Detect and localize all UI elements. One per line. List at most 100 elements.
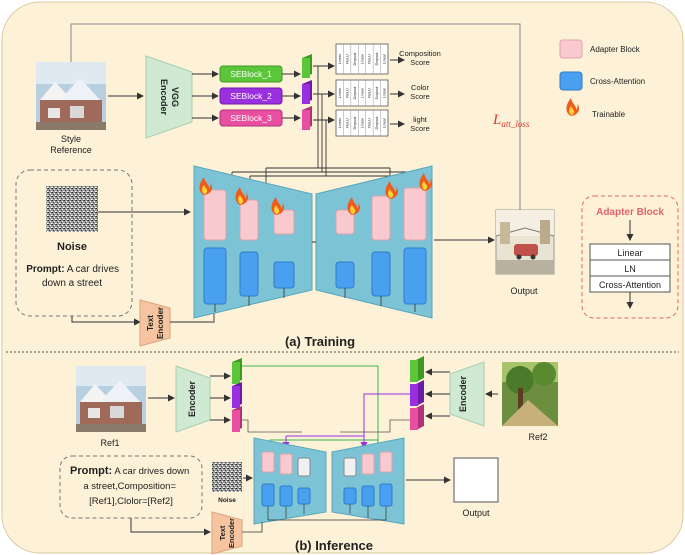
- score-mlp-layer-label: Linear: [338, 87, 342, 98]
- inference-output-label: Output: [462, 508, 490, 518]
- adapter-detail-title: Adapter Block: [596, 207, 664, 218]
- vgg-encoder: [145, 55, 193, 139]
- adapter-layer-ln: LN: [624, 264, 636, 274]
- cross-attention-block: [239, 251, 259, 297]
- color-routing-line: [286, 393, 410, 437]
- feature-prism-green: [302, 54, 312, 78]
- inference-caption: (b) Inference: [295, 538, 373, 553]
- cross-attention-block: [335, 261, 355, 289]
- score-mlp-layer-label: ReLU: [368, 88, 372, 98]
- score-mlp-layer-label: Dropout: [375, 53, 379, 66]
- adapter-block: [403, 187, 427, 241]
- flame-icon: [347, 197, 360, 215]
- adapter-block: [273, 209, 295, 235]
- legend-flame-icon: [566, 98, 579, 116]
- adapter-block: [261, 451, 275, 473]
- score-mlp-layer-label: Dropout: [353, 117, 357, 130]
- score-mlp-layer-label: ReLU: [345, 88, 349, 98]
- adapter-block-inactive: [297, 457, 311, 477]
- cross-attention-block: [403, 247, 427, 305]
- flame-icon: [271, 197, 284, 215]
- encoder-ref2: [449, 361, 485, 427]
- seblock-2: SEBlock_2: [192, 87, 301, 105]
- adapter-block: [239, 199, 259, 241]
- adapter-block: [379, 451, 393, 473]
- adapter-layer-linear: Linear: [617, 248, 642, 258]
- style-reference-image: [36, 62, 106, 130]
- ref1-label: Ref1: [100, 438, 119, 448]
- text-encoder-training-label: TextEncoder: [146, 307, 165, 339]
- cross-attention-block: [273, 261, 295, 289]
- score-mlp-layer-label: Linear: [360, 87, 364, 98]
- score-mlp-layer-label: Dropout: [353, 53, 357, 66]
- score-mlp-layer-label: Linear: [360, 53, 364, 64]
- score-mlp-frame: [335, 109, 389, 137]
- svg-text:SEBlock_1: SEBlock_1: [230, 69, 272, 79]
- adapter-block: [203, 189, 227, 241]
- feature-prism-pink: [302, 106, 312, 130]
- score-mlp-layer-label: Linear: [338, 53, 342, 64]
- adapter-block: [361, 453, 375, 475]
- seblock-3: SEBlock_3: [192, 109, 301, 127]
- inference-unet-connectors: [267, 504, 387, 521]
- cross-attention-block: [297, 487, 311, 505]
- score-mlp-layer-label: Linear: [338, 117, 342, 128]
- seblock-1: SEBlock_1: [192, 65, 301, 83]
- noise-label: Noise: [57, 241, 87, 253]
- legend-adapter-swatch: [559, 39, 583, 59]
- score-mlp-layer-label: Linear: [383, 117, 387, 128]
- legend-adapter-label: Adapter Block: [590, 45, 641, 54]
- inference-noise-label: Noise: [218, 497, 236, 504]
- score-mlp-frame: [335, 79, 389, 107]
- ref2-image: [502, 362, 558, 426]
- flame-icon: [419, 173, 432, 191]
- inference-prompt-to-text-encoder: [130, 518, 211, 536]
- trainable-flames: [199, 173, 432, 215]
- cross-attention-block: [203, 247, 227, 305]
- encoder-ref1-label: Encoder: [187, 381, 197, 418]
- noise-prompt-box: [15, 169, 133, 317]
- svg-text:SEBlock_3: SEBlock_3: [230, 113, 272, 123]
- cross-attention-block: [279, 485, 293, 507]
- ref2-label: Ref2: [528, 432, 547, 442]
- ref1-image: [76, 366, 146, 432]
- ref1-feature-prisms: [232, 358, 242, 432]
- training-caption: (a) Training: [285, 334, 355, 349]
- score-mlp-layer-label: Dropout: [353, 87, 357, 100]
- feature-prism-purple: [302, 80, 312, 104]
- score-mlp-layer-label: Linear: [383, 53, 387, 64]
- text-encoder-training: [139, 299, 171, 347]
- flame-icon: [385, 181, 398, 199]
- vgg-encoder-label: VGGEncoder: [159, 79, 180, 116]
- adapter-block: [335, 209, 355, 235]
- adapter-detail-box: [581, 195, 679, 319]
- inference-text-encoder-to-unet: [242, 522, 263, 533]
- pink-routing-lines: [242, 419, 410, 433]
- adapter-block: [279, 453, 293, 475]
- unet-bottom-connectors: [214, 288, 416, 312]
- cross-attention-block: [261, 483, 275, 507]
- style-to-output-line: [70, 23, 521, 210]
- score-mlp-layer-label: Linear: [360, 117, 364, 128]
- noise-image: [46, 186, 98, 232]
- inference-output-blank: [453, 457, 499, 503]
- legend-trainable-label: Trainable: [592, 110, 626, 119]
- flame-icon: [235, 187, 248, 205]
- cross-attention-block: [361, 485, 375, 507]
- cross-attention-block: [343, 487, 357, 505]
- ref2-feature-prisms: [410, 356, 424, 430]
- adapter-layer-cross-attention: Cross-Attention: [599, 280, 661, 290]
- cross-attention-block: [379, 483, 393, 507]
- inference-prompt: Prompt: A car drives down a street,Compo…: [70, 465, 192, 507]
- score-mlp-frame: [335, 43, 389, 75]
- score-mlp-layer-label: ReLU: [345, 54, 349, 64]
- flame-icon: [199, 177, 212, 195]
- cross-attention-block: [371, 251, 391, 297]
- output-image-training: [495, 209, 555, 275]
- encoder-ref2-label: Encoder: [458, 376, 468, 413]
